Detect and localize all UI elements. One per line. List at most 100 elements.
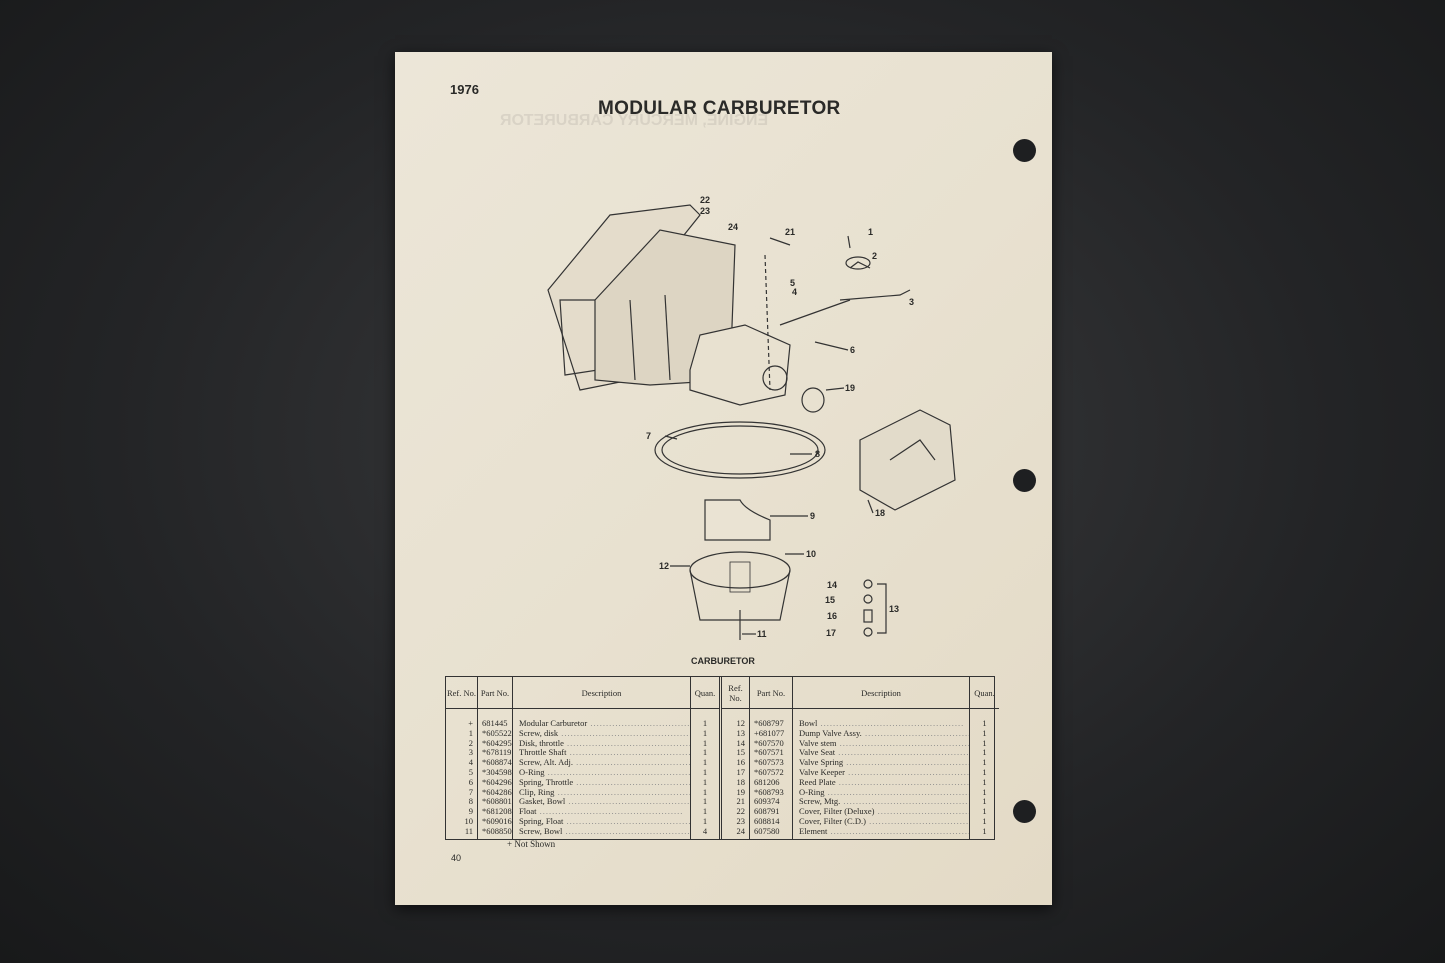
column-header-desc: Description	[793, 677, 969, 709]
table-cell-desc: Modular Carburetor	[519, 718, 690, 729]
table-cell-ref: 19	[736, 786, 746, 797]
table-cell-desc: Screw, Alt. Adj.	[519, 757, 690, 768]
table-cell-part: *681208	[482, 806, 512, 817]
column-header-part: Part No.	[750, 677, 792, 709]
table-cell-ref: 13	[736, 727, 746, 738]
table-cell-desc: Disk, throttle	[519, 738, 690, 749]
table-cell-part: *605522	[482, 727, 512, 738]
table-cell-ref: 10	[464, 815, 474, 826]
table-cell-desc: Cover, Filter (Deluxe)	[799, 806, 969, 817]
not-shown-note: + Not Shown	[507, 839, 556, 849]
table-cell-ref: 4	[468, 757, 473, 768]
table-cell-desc: Screw, disk	[519, 728, 690, 739]
column-desc: DescriptionBowlDump Valve Assy.Valve ste…	[793, 677, 970, 839]
table-cell-desc: Element	[799, 826, 969, 837]
carburetor-body	[689, 324, 791, 406]
table-cell-qty: 4	[702, 825, 708, 836]
table-cell-part: *604286	[482, 786, 512, 797]
table-cell-desc: O-Ring	[799, 787, 969, 798]
callout-label: 6	[850, 345, 856, 355]
table-cell-desc: Spring, Float	[519, 816, 690, 827]
table-cell-desc: Screw, Mtg.	[799, 797, 969, 807]
table-cell-part: *609016	[482, 815, 512, 826]
table-cell-qty: 1	[982, 757, 987, 768]
table-cell-ref: 17	[736, 766, 746, 777]
table-cell-qty: 1	[702, 786, 708, 797]
callout-label: 22	[700, 195, 711, 205]
binder-hole	[1013, 800, 1036, 823]
table-cell-qty: 1	[982, 727, 987, 738]
callout-label: 16	[827, 611, 838, 621]
table-cell-part: *678119	[482, 747, 512, 758]
table-cell-desc: Throttle Shaft	[519, 748, 690, 758]
table-cell-qty: 1	[982, 747, 987, 758]
table-cell-ref: 16	[736, 757, 746, 768]
table-cell-qty: 1	[982, 737, 987, 748]
table-cell-qty: 1	[702, 796, 708, 807]
table-cell-part: 608791	[754, 806, 780, 817]
callout-label: 24	[728, 222, 739, 232]
table-cell-part: +681077	[754, 727, 785, 738]
callout-label: 7	[646, 431, 652, 441]
table-cell-ref: 24	[736, 825, 746, 836]
table-cell-desc: Cover, Filter (C.D.)	[799, 816, 969, 827]
table-cell-qty: 1	[982, 806, 987, 817]
table-cell-qty: 1	[982, 815, 987, 826]
table-cell-ref: 14	[736, 737, 746, 748]
table-cell-ref: 22	[736, 806, 746, 817]
table-cell-qty: 1	[702, 727, 708, 738]
table-cell-ref: 21	[736, 796, 746, 807]
page-number: 40	[451, 853, 462, 863]
column-header-ref: Ref. No.	[446, 677, 477, 709]
table-cell-desc: Gasket, Bowl	[519, 797, 690, 807]
table-cell-desc: Float	[519, 806, 690, 817]
column-header-ref: Ref. No.	[722, 677, 749, 709]
callout-label: 18	[875, 508, 886, 518]
callout-label: 12	[659, 561, 670, 571]
table-cell-desc: Clip, Ring	[519, 787, 690, 798]
table-cell-desc: Spring, Throttle	[519, 777, 690, 788]
table-cell-part: 607580	[754, 825, 780, 836]
callout-label: 5	[790, 278, 796, 288]
callout-label: 17	[826, 628, 837, 638]
callout-label: 8	[815, 449, 821, 459]
table-cell-qty: 1	[702, 757, 708, 768]
table-cell-qty: 1	[982, 718, 987, 728]
table-cell-part: 609374	[754, 796, 780, 807]
callout-label: 10	[806, 549, 817, 559]
table-cell-qty: 1	[702, 747, 708, 758]
table-cell-part: *608850	[482, 825, 512, 836]
binder-hole	[1013, 139, 1036, 162]
table-cell-ref: 15	[736, 747, 746, 758]
diagram-caption: CARBURETOR	[691, 656, 755, 666]
table-cell-part: *604295	[482, 737, 512, 748]
table-cell-ref: 5	[468, 766, 473, 777]
callout-label: 14	[827, 580, 838, 590]
table-cell-part: 681445	[482, 718, 508, 728]
table-cell-qty: 1	[982, 786, 987, 797]
table-cell-desc: Screw, Bowl	[519, 826, 690, 837]
callout-label: 21	[785, 227, 796, 237]
table-cell-part: *607570	[754, 737, 784, 748]
table-cell-ref: 18	[736, 776, 746, 787]
callout-label: 1	[868, 227, 874, 237]
table-cell-part: *608793	[754, 786, 784, 797]
table-cell-ref: 23	[736, 815, 746, 826]
callout-label: 11	[757, 629, 767, 639]
table-cell-qty: 1	[702, 776, 708, 787]
table-cell-ref: 8	[468, 796, 473, 807]
table-cell-desc: Valve Spring	[799, 757, 969, 768]
table-cell-ref: +	[468, 718, 473, 728]
column-header-part: Part No.	[478, 677, 512, 709]
column-header-qty: Quan.	[970, 677, 999, 709]
table-cell-desc: Valve stem	[799, 738, 969, 749]
column-header-desc: Description	[513, 677, 690, 709]
table-cell-desc: Reed Plate	[799, 777, 969, 788]
